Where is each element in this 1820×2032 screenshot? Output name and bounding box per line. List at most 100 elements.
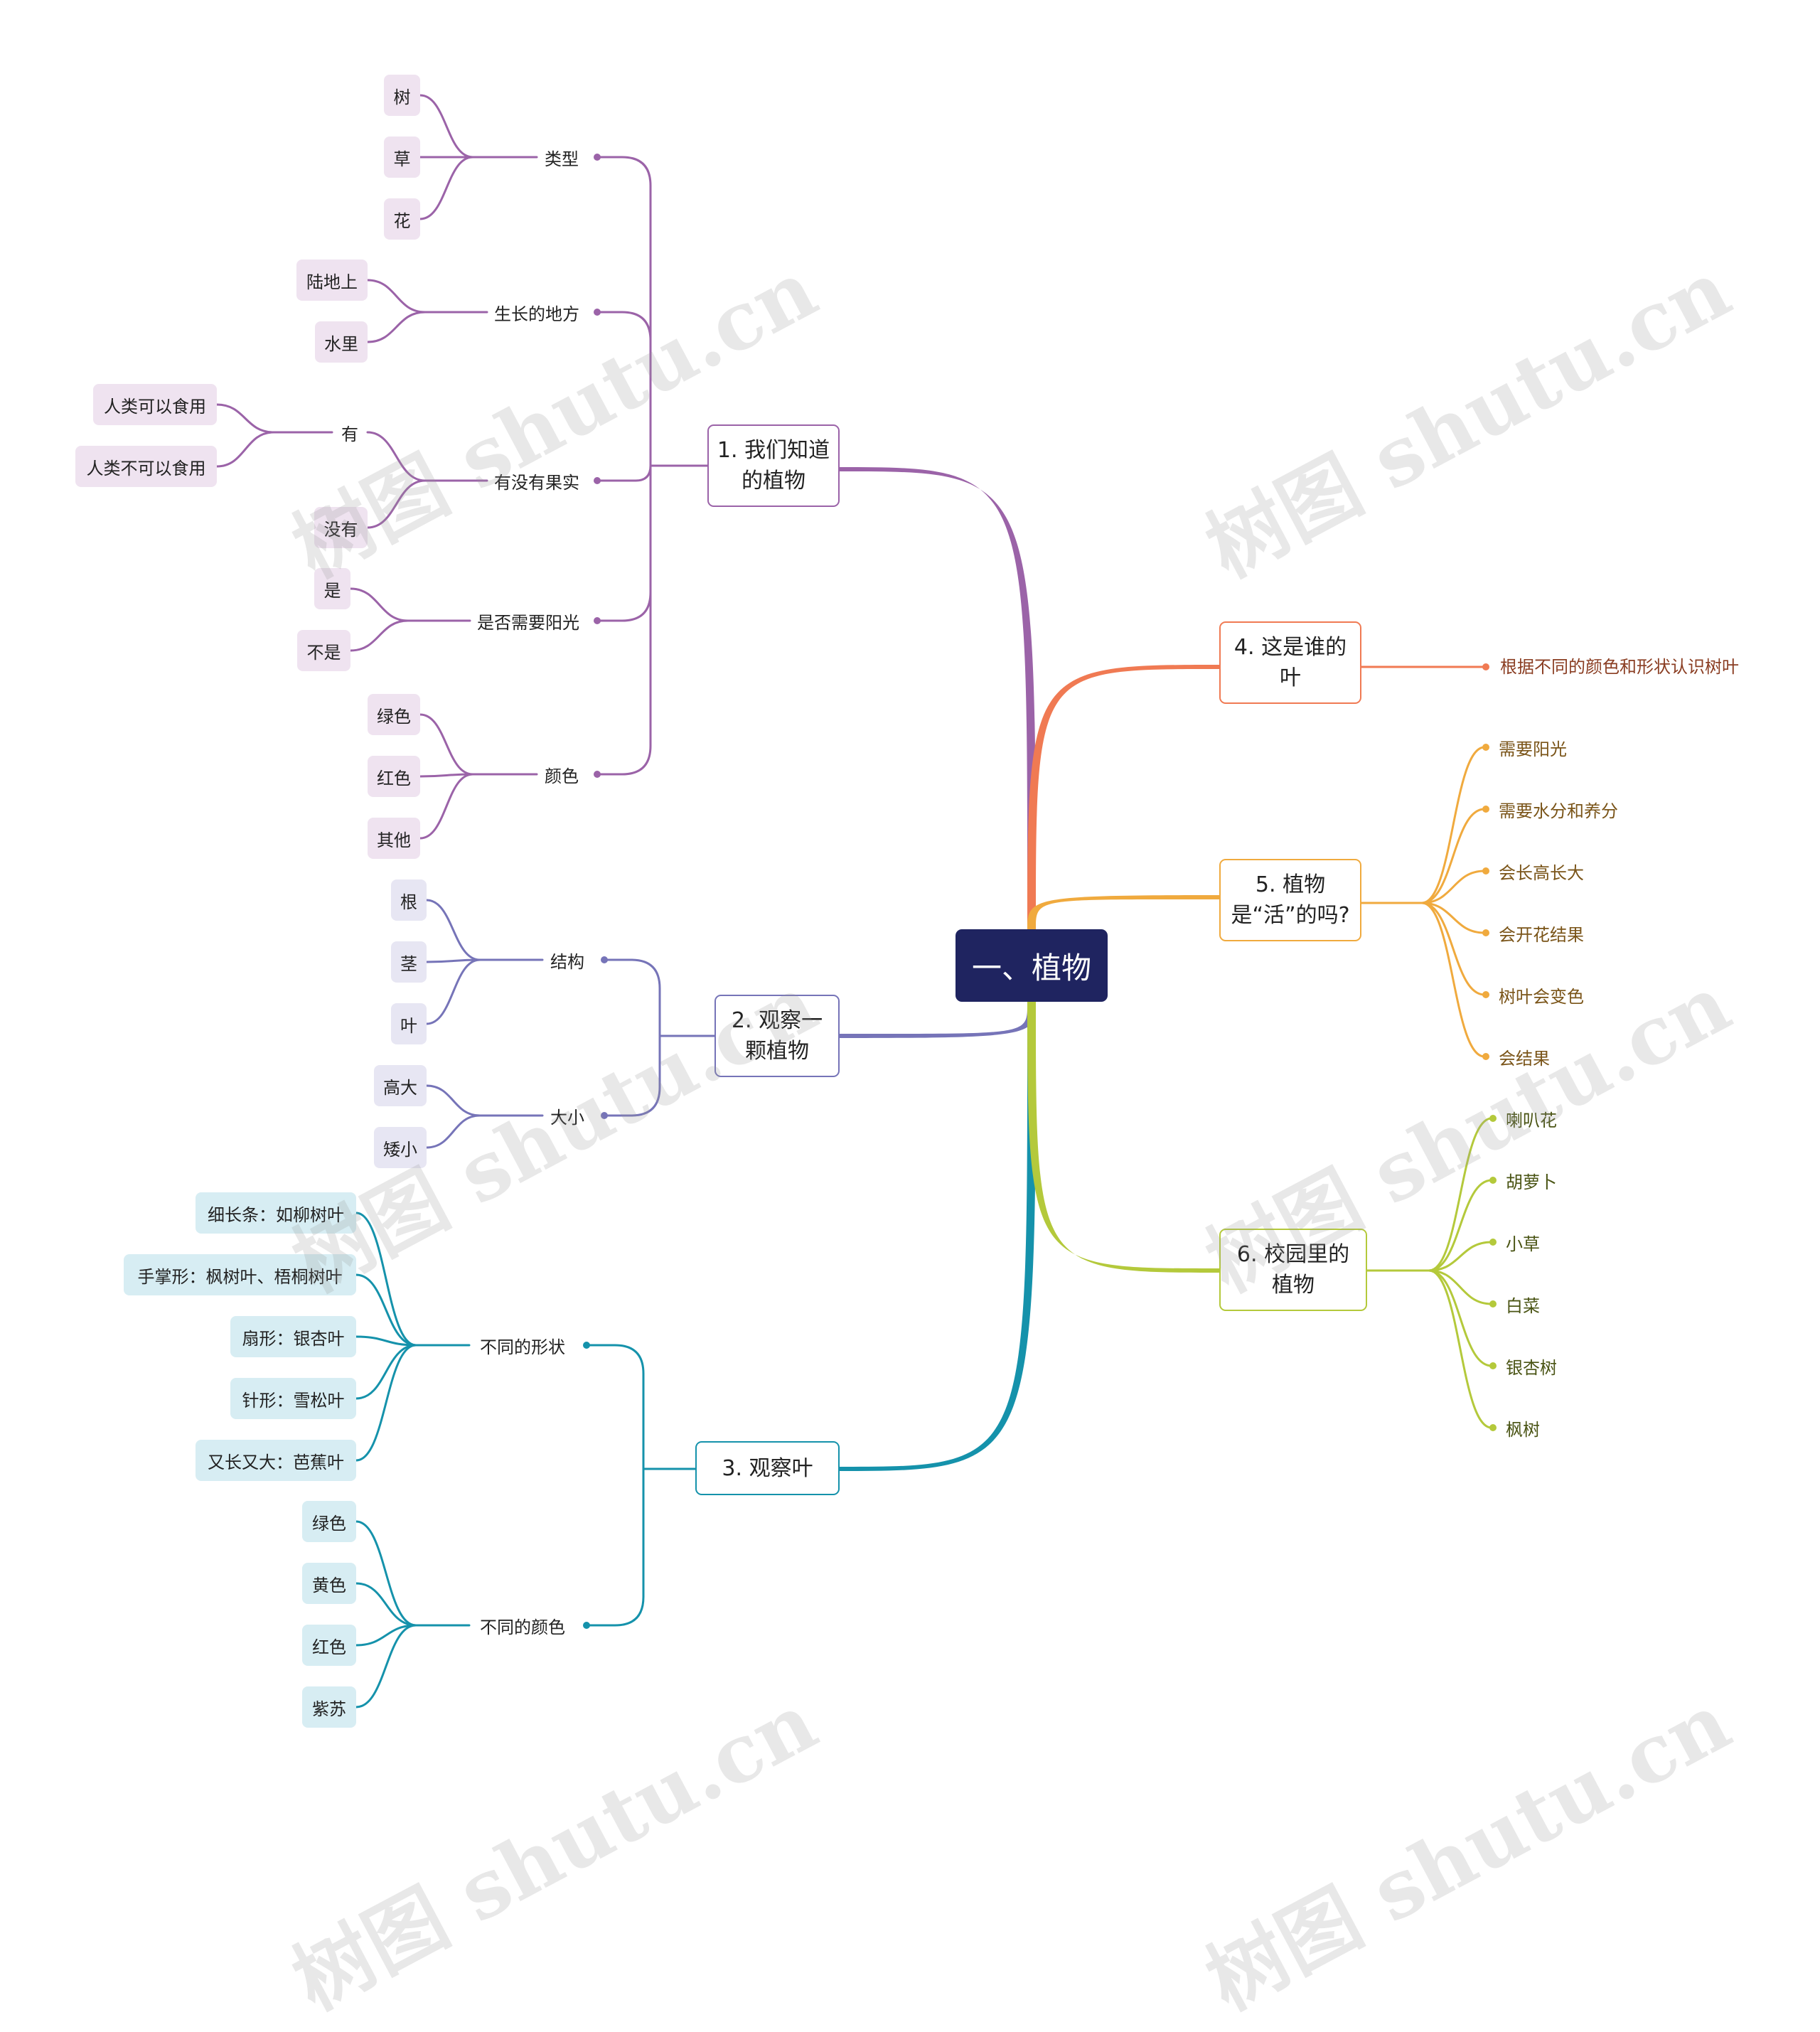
b2-leaf-stem[interactable]: 茎 <box>391 941 427 983</box>
b2-leaf-leaf[interactable]: 叶 <box>391 1003 427 1044</box>
root-link-b2 <box>840 1002 1036 1038</box>
b3-connector <box>355 1344 417 1462</box>
b1-connector <box>366 279 427 314</box>
root-node[interactable]: 一、植物 <box>956 929 1108 1002</box>
b1-connector <box>419 773 474 840</box>
root-link-b5 <box>1027 895 1219 929</box>
b5-leaf-1[interactable]: 需要阳光 <box>1499 739 1567 759</box>
b2-leaf-root[interactable]: 根 <box>391 879 427 921</box>
root-link-b3 <box>840 1002 1036 1471</box>
b2-group-size[interactable]: 大小 <box>550 1107 584 1128</box>
b1-group-place[interactable]: 生长的地方 <box>494 304 579 324</box>
b1-leaf-edible[interactable]: 人类可以食用 <box>93 384 217 425</box>
b3-group-color[interactable]: 不同的颜色 <box>480 1617 565 1637</box>
b3-leaf-fan[interactable]: 扇形：银杏叶 <box>230 1316 356 1357</box>
branch-5-node[interactable]: 5. 植物是“活”的吗? <box>1219 859 1361 941</box>
b3-leaf-banana[interactable]: 又长又大：芭蕉叶 <box>196 1440 356 1481</box>
b1-leaf-flower[interactable]: 花 <box>384 198 420 240</box>
b3-group-shape[interactable]: 不同的形状 <box>480 1337 565 1357</box>
b5-connector <box>1420 902 1486 1058</box>
b2-connector <box>603 958 716 1037</box>
b1-leaf-inedible[interactable]: 人类不可以食用 <box>75 446 217 487</box>
b3-leaf-needle[interactable]: 针形：雪松叶 <box>230 1378 356 1419</box>
b3-leaf-yellow[interactable]: 黄色 <box>302 1563 356 1604</box>
branch-4-node[interactable]: 4. 这是谁的叶 <box>1219 621 1361 704</box>
b1-group-color[interactable]: 颜色 <box>545 766 579 786</box>
b3-connector <box>355 1273 417 1347</box>
b1-connector <box>349 587 410 622</box>
b1-connector <box>366 479 427 529</box>
b5-leaf-3[interactable]: 会长高长大 <box>1499 862 1584 883</box>
b1-leaf-tree[interactable]: 树 <box>384 75 420 116</box>
b3-leaf-green[interactable]: 绿色 <box>302 1501 356 1542</box>
b6-leaf-4[interactable]: 白菜 <box>1506 1295 1540 1316</box>
b3-connector <box>585 1344 697 1470</box>
b6-dot <box>1489 1300 1497 1308</box>
b1-dot <box>594 771 601 778</box>
b5-dot <box>1482 806 1489 813</box>
b6-dot <box>1489 1177 1497 1184</box>
b1-leaf-other[interactable]: 其他 <box>368 818 420 859</box>
b1-leaf-no-fruit[interactable]: 没有 <box>314 507 368 548</box>
b1-leaf-red[interactable]: 红色 <box>368 756 420 797</box>
b6-connector <box>1428 1179 1493 1272</box>
b2-connector <box>603 1034 716 1117</box>
b5-leaf-2[interactable]: 需要水分和养分 <box>1499 801 1618 821</box>
b3-dot <box>583 1622 590 1629</box>
b1-dot <box>594 309 601 316</box>
b6-connector <box>1428 1269 1493 1367</box>
b5-connector <box>1420 808 1486 904</box>
b5-leaf-4[interactable]: 会开花结果 <box>1499 924 1584 945</box>
b1-group-fruit[interactable]: 有没有果实 <box>494 472 579 493</box>
b1-connector <box>596 156 709 467</box>
b3-leaf-willow[interactable]: 细长条：如柳树叶 <box>196 1192 356 1234</box>
b4-leaf-identify[interactable]: 根据不同的颜色和形状认识树叶 <box>1500 656 1739 677</box>
b5-dot <box>1482 867 1489 875</box>
b2-group-structure[interactable]: 结构 <box>550 951 584 972</box>
mindmap-connectors <box>215 94 1497 1709</box>
b2-leaf-tall[interactable]: 高大 <box>374 1065 427 1106</box>
branch-2-node[interactable]: 2. 观察一颗植物 <box>714 995 840 1077</box>
b1-dot <box>594 154 601 161</box>
b1-group-sunlight[interactable]: 是否需要阳光 <box>477 612 579 633</box>
b5-leaf-6[interactable]: 会结果 <box>1499 1048 1550 1069</box>
b1-connector <box>366 431 427 482</box>
b6-leaf-3[interactable]: 小草 <box>1506 1234 1540 1254</box>
b3-leaf-perilla[interactable]: 紫苏 <box>302 1686 356 1728</box>
b3-connector <box>355 1335 417 1347</box>
root-link-b4 <box>1027 665 1219 929</box>
b3-dot <box>583 1342 590 1349</box>
b1-leaf-has-fruit[interactable]: 有 <box>341 424 358 444</box>
b1-connector <box>419 773 474 778</box>
b6-leaf-5[interactable]: 银杏树 <box>1506 1357 1557 1378</box>
b1-leaf-yes[interactable]: 是 <box>314 568 350 609</box>
b1-connector <box>596 464 709 622</box>
b1-leaf-green[interactable]: 绿色 <box>368 694 420 735</box>
branch-6-node[interactable]: 6. 校园里的植物 <box>1219 1229 1367 1311</box>
b6-connector <box>1428 1269 1493 1429</box>
b5-leaf-5[interactable]: 树叶会变色 <box>1499 986 1584 1007</box>
b5-dot <box>1482 991 1489 998</box>
b6-connector <box>1428 1117 1493 1272</box>
b5-dot <box>1482 929 1489 936</box>
b1-connector <box>419 94 474 159</box>
b3-leaf-red[interactable]: 红色 <box>302 1625 356 1666</box>
b1-connector <box>419 713 474 776</box>
b1-group-type[interactable]: 类型 <box>545 149 579 169</box>
b3-leaf-palm[interactable]: 手掌形：枫树叶、梧桐树叶 <box>124 1254 356 1295</box>
b1-leaf-grass[interactable]: 草 <box>384 137 420 178</box>
b6-dot <box>1489 1424 1497 1431</box>
b6-dot <box>1489 1362 1497 1369</box>
b1-leaf-water[interactable]: 水里 <box>315 321 368 363</box>
b6-connector <box>1428 1269 1493 1305</box>
b6-leaf-2[interactable]: 胡萝卜 <box>1506 1172 1557 1192</box>
b6-leaf-1[interactable]: 喇叭花 <box>1506 1110 1557 1130</box>
b6-leaf-6[interactable]: 枫树 <box>1506 1419 1540 1440</box>
b2-leaf-short[interactable]: 矮小 <box>374 1127 427 1168</box>
b1-leaf-land[interactable]: 陆地上 <box>296 260 368 301</box>
b2-connector <box>425 958 481 963</box>
b1-connector <box>419 156 474 220</box>
branch-1-node[interactable]: 1. 我们知道的植物 <box>707 424 840 507</box>
b1-leaf-no[interactable]: 不是 <box>297 630 350 671</box>
branch-3-node[interactable]: 3. 观察叶 <box>695 1441 840 1495</box>
